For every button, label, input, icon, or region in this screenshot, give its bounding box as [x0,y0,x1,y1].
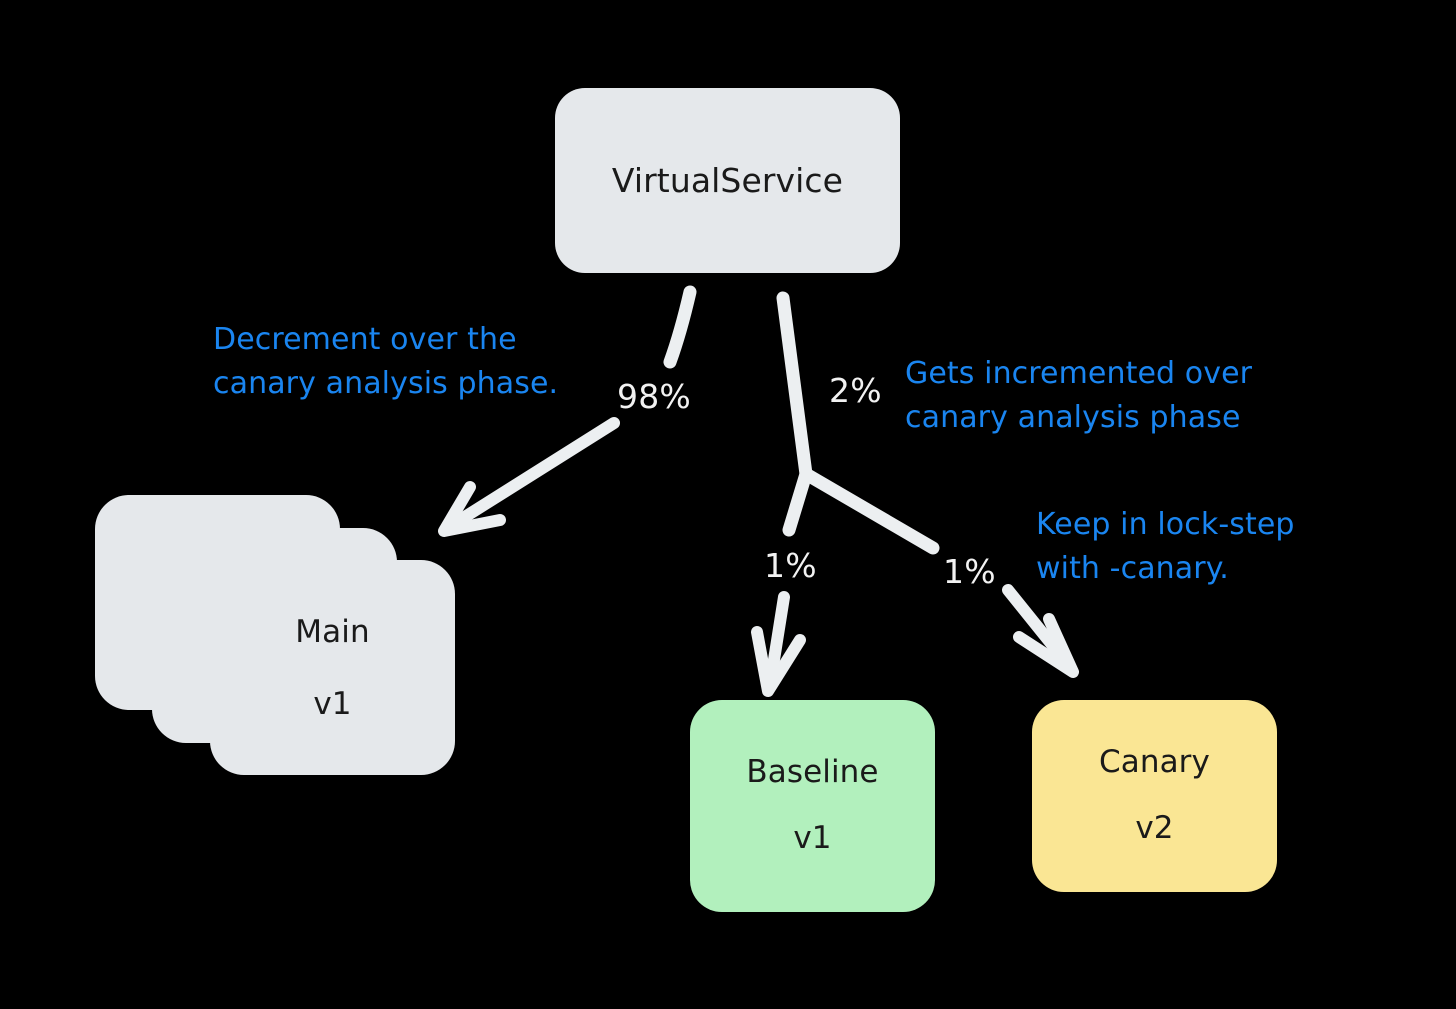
node-canary-label: Canary [1099,744,1210,781]
edge-arrow-main-head [438,481,506,537]
edge-stub-main [663,285,697,369]
annotation-decrement: Decrement over the canary analysis phase… [213,322,559,401]
edge-split-canary [799,467,940,555]
edge-arrow-baseline-head [751,626,806,697]
annotation-lockstep: Keep in lock-step with -canary. [1036,507,1295,586]
weight-label-baseline: 1% [764,546,817,585]
edge-arrow-canary-shaft [1002,584,1076,673]
annotation-increment: Gets incremented over canary analysis ph… [905,356,1253,435]
edge-trunk-canary [776,291,813,481]
edge-split-baseline [782,467,813,537]
node-main-version: v1 [313,685,352,722]
weight-label-main: 98% [617,377,691,416]
node-virtualservice[interactable]: VirtualService [555,88,900,273]
node-virtualservice-label: VirtualService [611,160,844,200]
node-baseline[interactable]: Baseline v1 [690,700,935,912]
weight-label-canary: 1% [943,552,996,591]
node-main[interactable]: Main v1 [210,560,455,775]
edge-arrow-baseline-shaft [764,591,790,691]
edge-arrow-canary-head [1013,613,1079,678]
node-baseline-label: Baseline [746,754,879,791]
node-main-label: Main [295,613,370,650]
node-baseline-version: v1 [793,820,832,856]
edge-arrow-main-shaft [446,417,620,531]
node-canary-version: v2 [1135,810,1174,846]
weight-label-canary-total: 2% [829,371,882,410]
node-canary[interactable]: Canary v2 [1032,700,1277,892]
